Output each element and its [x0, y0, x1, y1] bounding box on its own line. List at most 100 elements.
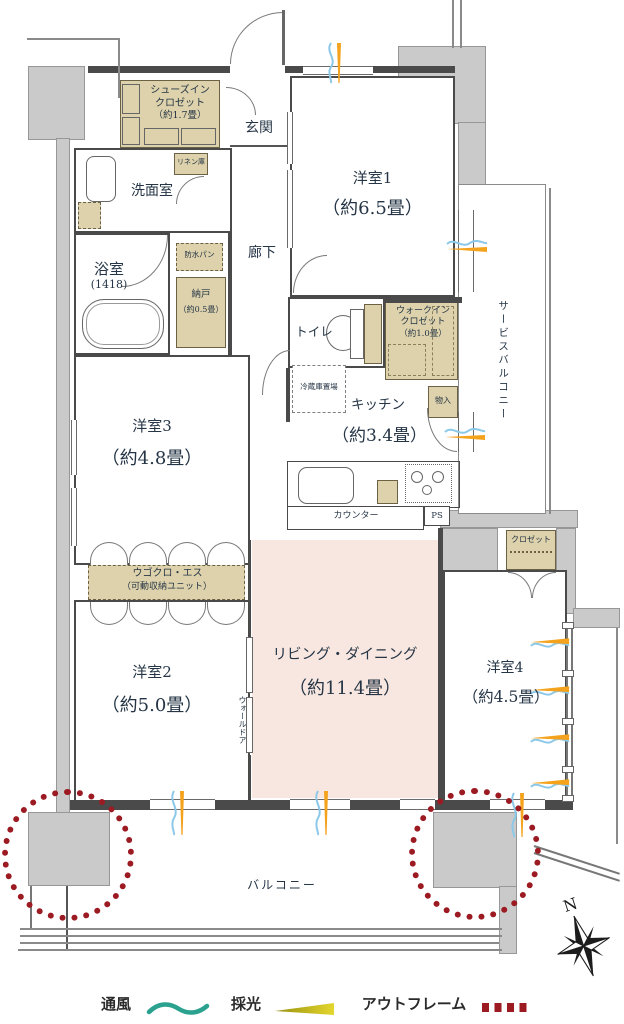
- bath-size: (1418): [90, 278, 128, 291]
- wic-line2: クロゼット: [400, 317, 446, 328]
- neighbor-line: [118, 38, 120, 98]
- vent-icon: [171, 790, 177, 836]
- wall: [545, 800, 573, 810]
- wall-ld-west: [248, 540, 251, 637]
- ugokuro-sub: （可動収納ユニット）: [121, 582, 212, 592]
- bedroom2-size: （約5.0畳）: [101, 695, 203, 716]
- toilet-label: トイレ: [295, 324, 333, 339]
- balcony-railing: [20, 935, 502, 937]
- vent-icon: [530, 738, 570, 744]
- outframe-wall-left: [56, 138, 70, 814]
- toilet-cabinet: [364, 304, 382, 364]
- genkan-label: 玄関: [245, 120, 273, 136]
- washer-space: [78, 202, 101, 229]
- living-size: （約11.4畳）: [288, 678, 402, 699]
- vent-light-icon-ld: [312, 788, 330, 838]
- outframe-circle-left: [2, 789, 134, 921]
- ugokuro-label: ウゴクロ・エス: [132, 568, 203, 579]
- wic-size: （約1.0畳）: [399, 328, 447, 339]
- service-balcony-outer-rail: [549, 188, 551, 514]
- window: [287, 112, 293, 164]
- refrigerator-space: [292, 365, 346, 413]
- wic-inner-dash: [432, 306, 454, 376]
- outer-edge-east: [616, 628, 618, 844]
- vent-icon: [530, 690, 570, 696]
- bathtub: [82, 299, 164, 349]
- sic-label: シューズイン クロゼット （約1.7畳）: [138, 85, 222, 122]
- kitchen-sink: [298, 467, 354, 504]
- wall-door-panel: [246, 697, 253, 753]
- entrance-door-leaf: [282, 10, 285, 65]
- vent-light-icon-kitchen: [442, 424, 488, 444]
- sic-cell: [122, 117, 140, 145]
- wall-ld-west: [248, 755, 251, 800]
- living-label: リビング・ダイニング: [272, 647, 418, 663]
- vent-light-icon-b2: [168, 788, 186, 838]
- vent-icon: [328, 42, 334, 84]
- ps-shaft: [424, 506, 450, 526]
- counter-label: カウンター: [333, 511, 379, 521]
- window-service-balcony: [458, 210, 474, 292]
- bedroom1-size: （約6.5畳）: [322, 198, 423, 219]
- window-frame-tick: [562, 670, 574, 677]
- light-icon: [447, 247, 487, 252]
- window-wall-east: [566, 628, 568, 802]
- burner: [411, 471, 423, 483]
- counter-cabinet: [377, 480, 398, 504]
- sic-door-arc: [226, 87, 256, 115]
- vent-light-icon-b4: [528, 634, 572, 654]
- wall: [228, 233, 232, 355]
- wall: [88, 66, 230, 73]
- window: [71, 488, 77, 546]
- wic-label: ウォークイン クロゼット （約1.0畳）: [386, 306, 460, 339]
- outframe-band-right: [573, 608, 620, 628]
- stove: [405, 464, 452, 503]
- wall-door-panel: [246, 637, 253, 693]
- balcony-divider-diagonal: [533, 845, 620, 875]
- compass: N: [537, 888, 624, 988]
- window-wall-east: [571, 628, 573, 802]
- linen-label: リネン庫: [177, 158, 205, 166]
- fridge-label: 冷蔵庫置場: [300, 382, 338, 391]
- balcony-railing: [18, 949, 502, 951]
- sic-line1: シューズイン: [150, 85, 210, 96]
- movable-storage-unit: [88, 565, 245, 600]
- legend-outframe-label: アウトフレーム: [361, 995, 467, 1013]
- bedroom4-size: （約4.5畳）: [462, 688, 550, 706]
- sic-cell: [144, 128, 179, 145]
- wic-line1: ウォークイン: [395, 306, 450, 316]
- burner: [422, 485, 432, 495]
- sic-cell: [122, 84, 140, 114]
- entrance-door-arc: [230, 12, 283, 64]
- wall: [438, 528, 443, 802]
- closet-bedroom4: [506, 530, 556, 570]
- vent-icon: [446, 240, 488, 246]
- vent-icon: [444, 428, 486, 434]
- wall: [215, 800, 290, 810]
- window-frame-tick: [562, 718, 574, 725]
- outframe-block-mid: [440, 528, 498, 572]
- legend-light-label: 採光: [230, 995, 261, 1013]
- outframe-column-topleft: [28, 66, 85, 140]
- neighbor-line: [27, 38, 120, 40]
- legend-vent-icon: [146, 1000, 210, 1018]
- vent-icon: [530, 642, 570, 648]
- washbasin: [86, 156, 116, 202]
- window: [400, 799, 435, 810]
- compass-north-label: N: [561, 894, 580, 916]
- room-living-dining: [252, 540, 438, 798]
- pipe-line: [452, 0, 454, 48]
- compass-rose: [557, 915, 610, 977]
- bedroom1-label: 洋室1: [352, 169, 393, 187]
- window-frame-tick: [562, 766, 574, 773]
- light-icon: [324, 791, 328, 835]
- entry-step-line: [230, 145, 290, 147]
- bedroom3-label: 洋室3: [132, 417, 172, 435]
- closet-label: クロゼット: [511, 535, 551, 544]
- sic-size: （約1.7畳）: [153, 110, 207, 121]
- vent-icon: [530, 783, 570, 789]
- kitchen-counter: [287, 461, 460, 508]
- vent-light-icon-b4: [528, 775, 572, 795]
- monoire-label: 物入: [435, 396, 451, 405]
